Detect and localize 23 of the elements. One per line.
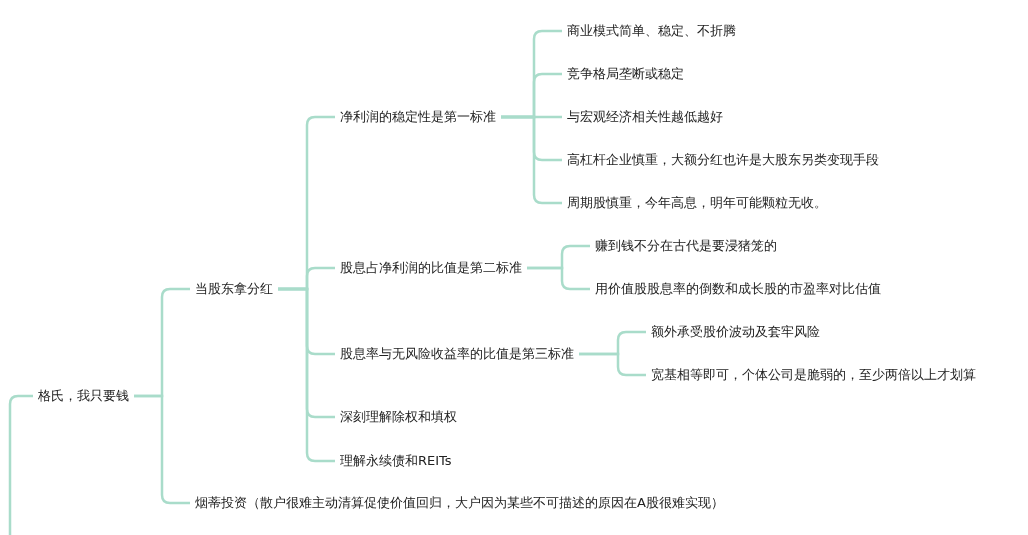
topic-label: 格氏，我只要钱: [33, 387, 134, 405]
branch-line: [501, 115, 562, 205]
branch-line: [579, 352, 646, 377]
topic-label: 深刻理解除权和填权: [335, 408, 462, 426]
topic-label: 当股东拿分红: [190, 280, 278, 298]
topic-label: 竞争格局垄断或稳定: [562, 65, 689, 83]
topic-label: 赚到钱不分在古代是要浸猪笼的: [590, 237, 782, 255]
branch-line: [134, 394, 190, 505]
topic-label: 高杠杆企业慎重，大额分红也许是大股东另类变现手段: [562, 151, 884, 169]
topic-label: 烟蒂投资（散户很难主动清算促使价值回归，大户因为某些不可描述的原因在A股很难实现）: [190, 494, 729, 512]
topic-label: 周期股慎重，今年高息，明年可能颗粒无收。: [562, 194, 832, 212]
branch-line: [8, 394, 33, 535]
branch-line: [527, 266, 590, 291]
topic-label: 股息率与无风险收益率的比值是第三标准: [335, 345, 579, 363]
topic-label: 用价值股股息率的倒数和成长股的市盈率对比估值: [590, 280, 886, 298]
topic-label: 与宏观经济相关性越低越好: [562, 108, 728, 126]
topic-label: 理解永续债和REITs: [335, 452, 457, 470]
topic-label: 商业模式简单、稳定、不折腾: [562, 22, 741, 40]
branch-line: [278, 287, 335, 463]
topic-label: 净利润的稳定性是第一标准: [335, 108, 501, 126]
topic-label: 股息占净利润的比值是第二标准: [335, 259, 527, 277]
topic-label: 宽基相等即可，个体公司是脆弱的，至少两倍以上才划算: [646, 366, 981, 384]
topic-label: 额外承受股价波动及套牢风险: [646, 323, 825, 341]
